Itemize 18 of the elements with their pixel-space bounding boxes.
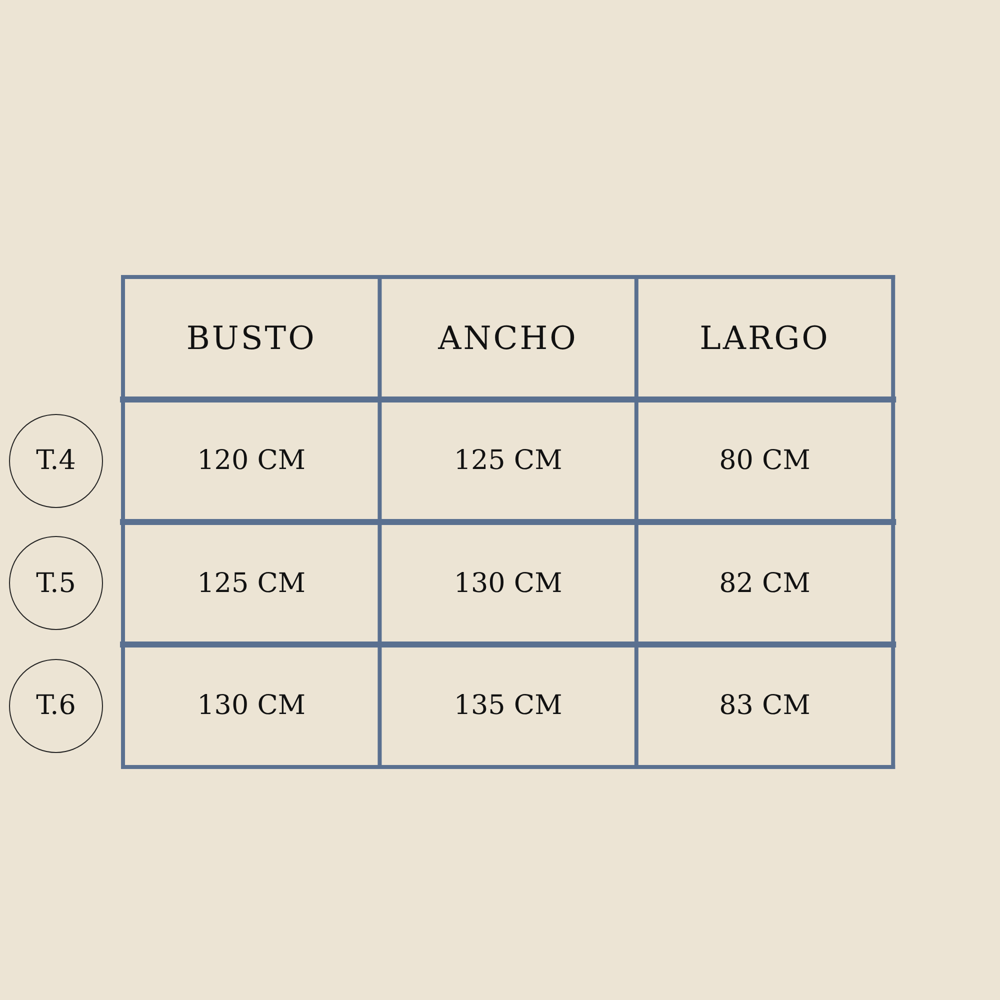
measurement-value: 80 CM xyxy=(718,444,812,478)
size-circle xyxy=(9,658,103,753)
size-label: T.4 xyxy=(36,445,76,476)
measurement-value: 130 CM xyxy=(196,689,307,724)
measurement-value: 125 CM xyxy=(196,566,307,601)
size-label: T.6 xyxy=(36,690,76,722)
size-circle xyxy=(9,414,103,508)
column-header: ANCHO xyxy=(437,318,579,360)
measurement-value: 135 CM xyxy=(452,689,564,724)
measurement-value: 120 CM xyxy=(196,444,307,478)
size-circle xyxy=(9,536,103,630)
column-header: LARGO xyxy=(698,318,831,360)
column-header: BUSTO xyxy=(185,318,318,360)
measurement-value: 130 CM xyxy=(452,566,564,601)
measurement-value: 83 CM xyxy=(718,689,812,724)
measurement-value: 82 CM xyxy=(718,566,812,601)
size-label: T.5 xyxy=(36,568,76,599)
measurement-value: 125 CM xyxy=(452,444,564,478)
